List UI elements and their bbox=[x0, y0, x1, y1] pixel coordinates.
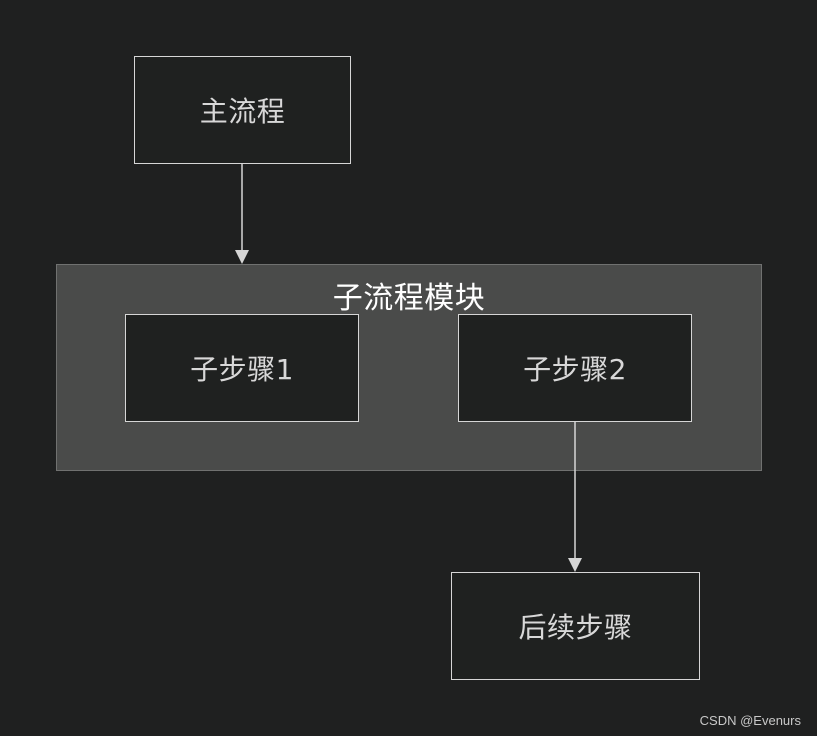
node-substep-1: 子步骤1 bbox=[125, 314, 359, 422]
node-main-process: 主流程 bbox=[134, 56, 351, 164]
watermark: CSDN @Evenurs bbox=[699, 713, 801, 728]
node-next-step: 后续步骤 bbox=[451, 572, 700, 680]
arrowhead-icon bbox=[235, 250, 249, 264]
node-substep-2: 子步骤2 bbox=[458, 314, 692, 422]
cluster-title: 子流程模块 bbox=[332, 281, 486, 316]
edge-main-to-cluster bbox=[235, 164, 249, 264]
arrowhead-icon bbox=[568, 558, 582, 572]
